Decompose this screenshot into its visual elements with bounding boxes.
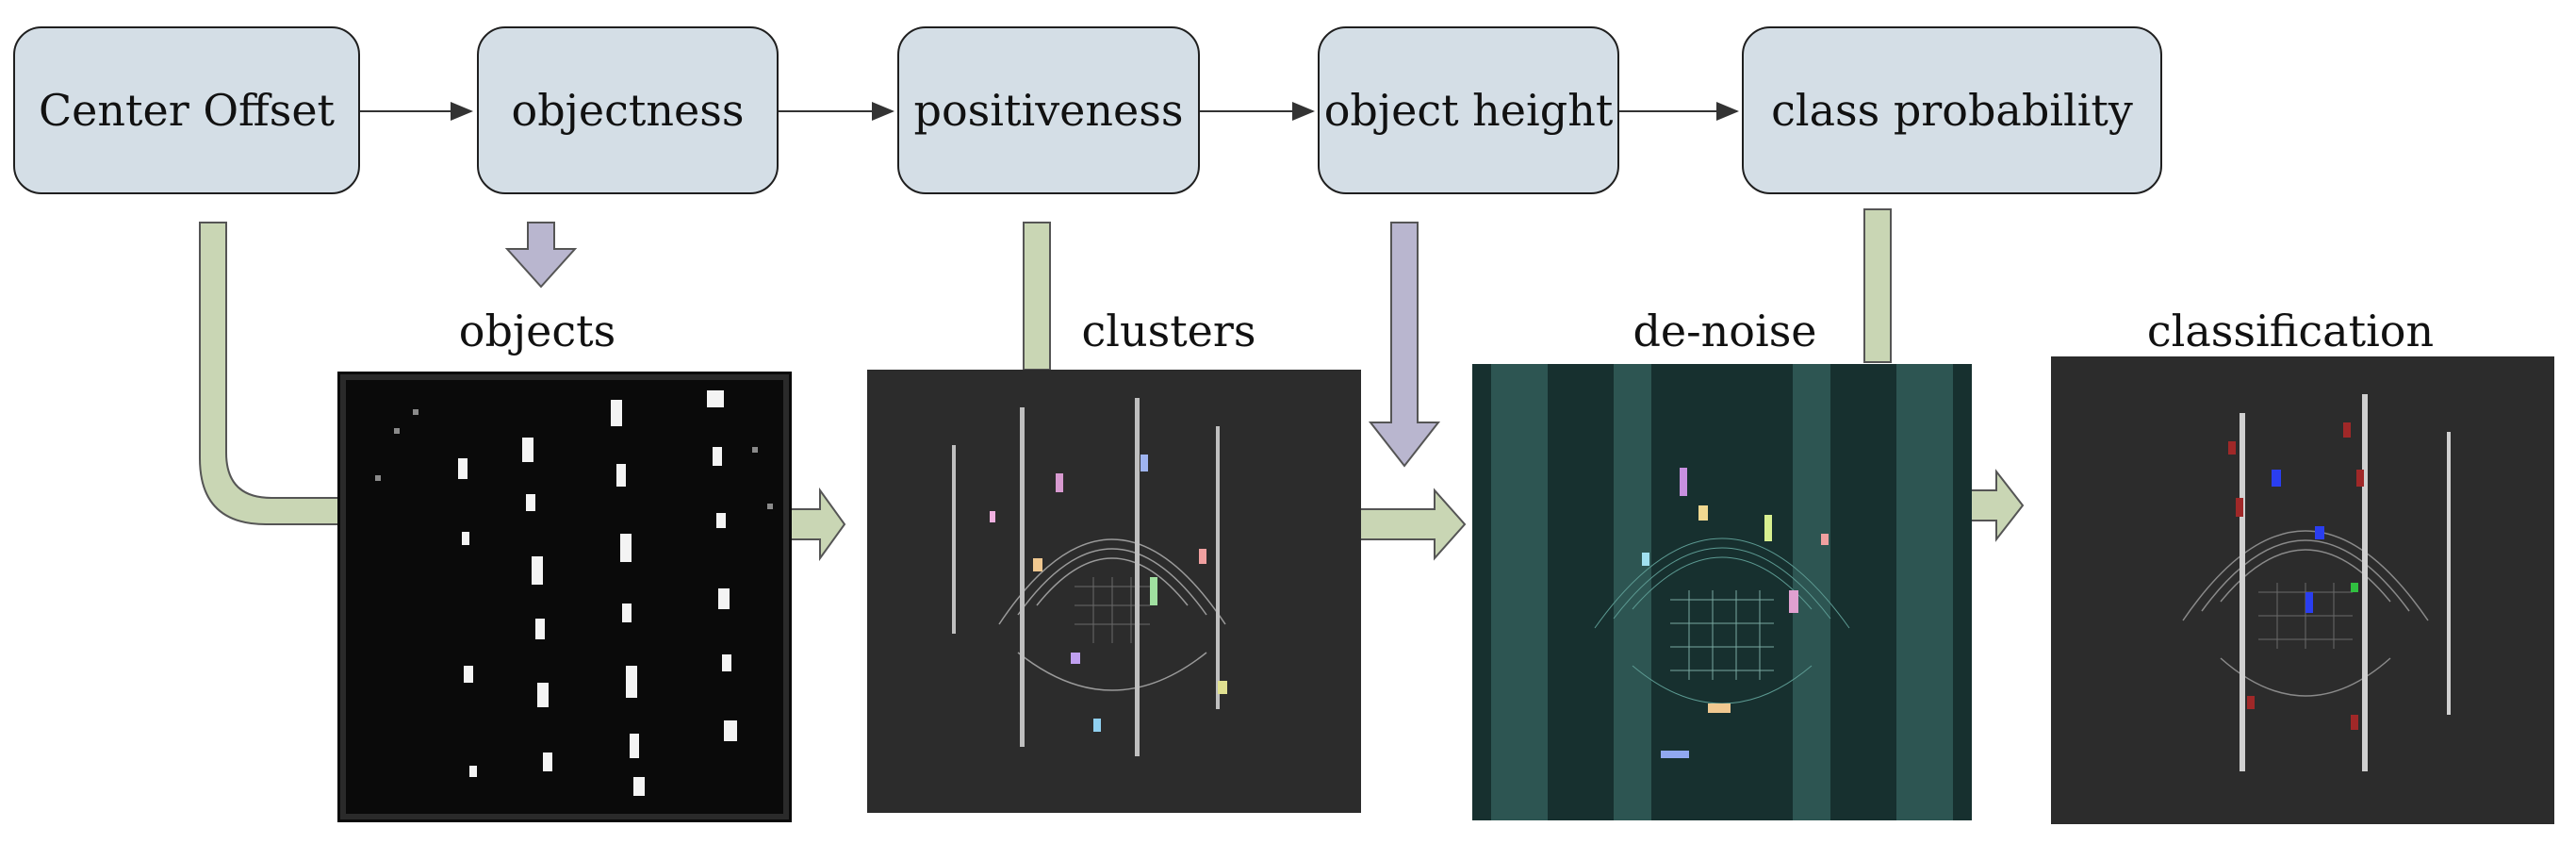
- green-elbow-pipe: [199, 222, 340, 525]
- green-arrow-clusters-to-denoise: [1358, 488, 1467, 561]
- purple-down-arrow-height: [1368, 222, 1441, 468]
- panel-label-objects: objects: [458, 306, 616, 356]
- panel-label-classification: classification: [2146, 306, 2435, 356]
- panel-label-clusters: clusters: [1081, 306, 1256, 356]
- stage-objectness: objectness: [477, 26, 779, 194]
- stage-center-offset: Center Offset: [13, 26, 360, 194]
- purple-down-arrow-objectness: [504, 222, 578, 289]
- green-arrow-denoise-to-classification: [1967, 469, 2025, 542]
- clusters-image-svg: [952, 398, 1227, 756]
- panel-label-de-noise: de-noise: [1633, 306, 1817, 356]
- stage-object-height: object height: [1318, 26, 1619, 194]
- green-arrow-objects-to-clusters: [789, 487, 846, 562]
- stage-positiveness: positiveness: [897, 26, 1200, 194]
- clusters-image: [867, 370, 1361, 813]
- green-stub-class: [1863, 208, 1892, 363]
- classification-image: [2051, 356, 2554, 824]
- stage-class-probability: class probability: [1742, 26, 2162, 194]
- de-noise-image: [1472, 364, 1972, 820]
- de-noise-image-svg: [1472, 364, 1972, 820]
- classification-image-svg: [2182, 394, 2451, 771]
- objects-image: [337, 372, 792, 822]
- objects-image-svg: [337, 372, 792, 822]
